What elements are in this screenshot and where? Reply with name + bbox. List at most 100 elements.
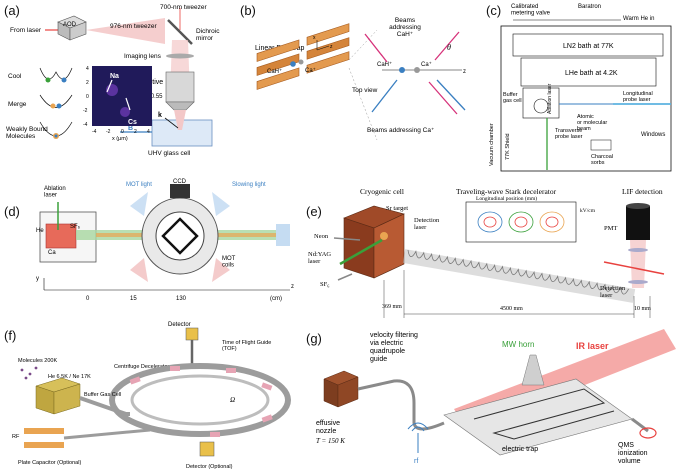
ablation-label-c: Ablation laser xyxy=(547,83,553,114)
twsd-label: Traveling-wave Stark decelerator xyxy=(456,187,557,196)
svg-text:2: 2 xyxy=(134,129,137,135)
svg-text:0: 0 xyxy=(86,94,89,100)
omega-label: Ω xyxy=(230,396,235,404)
svg-text:-4: -4 xyxy=(83,122,88,128)
fluorescence-image xyxy=(92,66,152,126)
aod-label: AOD xyxy=(63,22,77,28)
from-laser-label: From laser xyxy=(10,27,42,34)
svg-text:-4: -4 xyxy=(92,129,97,135)
dim-369: 369 mm xyxy=(382,304,402,310)
sf6-label-d: SF₆ xyxy=(70,224,81,230)
axis-z-small: z xyxy=(330,44,333,50)
tweezer-976-label: 976-nm tweezer xyxy=(110,23,157,30)
objective xyxy=(165,71,195,103)
tweezer-700-label: 700-nm tweezer xyxy=(160,4,207,11)
molecules-dots xyxy=(20,366,38,380)
shield-label: 77K Shield xyxy=(505,133,511,160)
buffer-gas-cell xyxy=(522,87,560,119)
svg-text:0: 0 xyxy=(121,129,124,135)
sf6-label-e: SF₆ xyxy=(320,281,330,288)
detector-label: Detector xyxy=(168,322,191,328)
temp-label: T = 150 K xyxy=(316,437,345,445)
beam-ca-2 xyxy=(428,81,458,115)
panel-a-diagram: From laser AOD 976-nm tweezer 700-nm twe… xyxy=(6,4,220,157)
field-map xyxy=(465,201,577,243)
electric-trap xyxy=(443,378,633,456)
he-label-d: He xyxy=(36,228,44,234)
ca-ion-left xyxy=(298,59,304,65)
panel-e-diagram: Cryogenic cell Traveling-wave Stark dece… xyxy=(308,187,665,318)
ca-ion xyxy=(414,67,420,73)
svg-text:4: 4 xyxy=(86,66,89,72)
vacuum-chamber xyxy=(500,25,672,172)
cs-atom-label: Cs xyxy=(128,119,137,126)
cah-label: CaH⁺ xyxy=(377,61,392,68)
image-xticks: -4 -2 0 2 4 xyxy=(92,129,150,135)
axis-z-d: z xyxy=(291,284,294,290)
axis-y-d: y xyxy=(36,276,39,282)
buffer-gas-cell-f xyxy=(35,377,81,415)
neon-label: Neon xyxy=(314,233,329,240)
cah-ion-left xyxy=(290,61,296,67)
k-arrow xyxy=(164,117,179,129)
panel-g: (g) IR laser MW horn electric trap effus… xyxy=(304,323,677,473)
ring-segments xyxy=(129,366,273,437)
lhe-label: LHe bath at 4.2K xyxy=(565,70,618,77)
centrifuge-label: Centrifuge Decelerator xyxy=(114,364,170,370)
sr-label: Sr target xyxy=(386,205,408,212)
imaging-lens xyxy=(166,53,194,59)
ca-left-label: Ca⁺ xyxy=(305,67,316,74)
slowing-light-label: Slowing light xyxy=(232,182,266,188)
pmt-label: PMT xyxy=(604,225,617,232)
uhv-label: UHV glass cell xyxy=(148,150,191,157)
detection-laser-beam-2 xyxy=(603,261,665,275)
ccd-label: CCD xyxy=(173,179,187,185)
beam-ca-3 xyxy=(436,79,466,111)
unit-cm: (cm) xyxy=(270,296,282,302)
rf-label-f: RF xyxy=(12,434,20,440)
mw-horn-label: MW horn xyxy=(502,340,534,349)
stark-decelerator-coil xyxy=(402,249,636,303)
windows-label: Windows xyxy=(641,132,665,138)
potential-wells xyxy=(39,67,73,139)
beam-cah-1 xyxy=(364,33,388,63)
tick-130: 130 xyxy=(176,296,187,302)
top-view-label: Top view xyxy=(352,87,378,94)
beam-ca-1 xyxy=(371,79,398,113)
ca-label-d: Ca xyxy=(48,250,56,256)
panel-b-diagram: Linear Paul trap CaH⁺ Ca⁺ z x Top view B… xyxy=(255,17,466,141)
ca-label: Ca⁺ xyxy=(421,61,432,68)
panel-label-c: (c) xyxy=(486,3,502,18)
pmt xyxy=(626,206,650,240)
ccd-camera xyxy=(170,184,190,198)
effusive-nozzle xyxy=(323,370,359,408)
mot-light-label: MOT light xyxy=(126,182,152,188)
merge-label: Merge xyxy=(8,101,27,108)
cryogenic-cell xyxy=(343,205,405,279)
tick-15: 15 xyxy=(130,296,137,302)
warm-he-label: Warm He in xyxy=(623,16,654,22)
panel-label-b: (b) xyxy=(240,3,256,18)
kv-label: kV/cm xyxy=(580,208,596,214)
vacuum-label: Vacuum chamber xyxy=(489,123,495,166)
panel-label-g: (g) xyxy=(306,331,322,346)
imaging-lens-label: Imaging lens xyxy=(124,53,162,60)
paul-trap-rods xyxy=(256,23,350,90)
image-xaxis-label: x (μm) xyxy=(112,136,128,142)
buffer-label-f: Buffer Gas Cell xyxy=(84,392,121,398)
panel-label-d: (d) xyxy=(4,204,20,219)
panel-a: (a) From laser AOD 976-nm tweezer 700-nm… xyxy=(0,0,225,160)
mot-coils xyxy=(161,217,199,255)
